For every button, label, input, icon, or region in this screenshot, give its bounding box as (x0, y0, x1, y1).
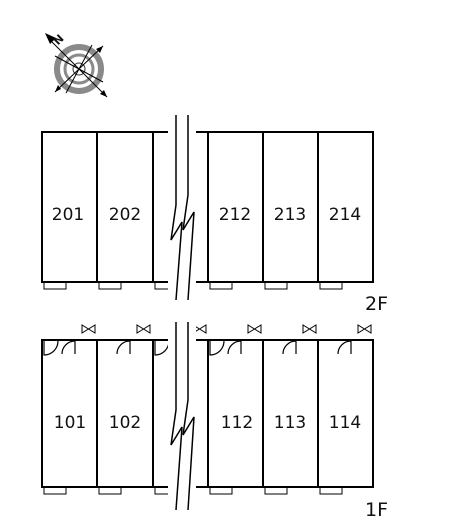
floor-1f: 101 102 112 113 114 1F (41, 322, 388, 521)
unit-label-213: 213 (274, 205, 306, 225)
break-line (182, 322, 195, 511)
unit-label-214: 214 (329, 205, 361, 225)
break-gap (168, 115, 196, 305)
floor-2f: 201 202 212 213 214 2F (41, 115, 388, 315)
compass-rose-icon (45, 33, 108, 98)
break-gap (168, 322, 196, 512)
meter-box-icons (81, 324, 372, 334)
entrance-doors-1f (43, 340, 352, 356)
compass: N (45, 32, 108, 98)
balcony-row-1f (43, 486, 343, 495)
compass-north-letter: N (51, 32, 67, 48)
break-line (170, 115, 183, 301)
unit-label-202: 202 (109, 205, 141, 225)
floor-label-1f: 1F (365, 499, 388, 521)
break-line (182, 115, 195, 301)
unit-label-113: 113 (274, 413, 306, 433)
break-line (170, 322, 183, 511)
unit-label-112: 112 (221, 413, 253, 433)
unit-label-102: 102 (109, 413, 141, 433)
floor-label-2f: 2F (365, 293, 388, 315)
unit-label-212: 212 (219, 205, 251, 225)
unit-label-114: 114 (329, 413, 361, 433)
balcony-row-2f (43, 281, 343, 290)
unit-label-201: 201 (52, 205, 84, 225)
unit-label-101: 101 (54, 413, 86, 433)
